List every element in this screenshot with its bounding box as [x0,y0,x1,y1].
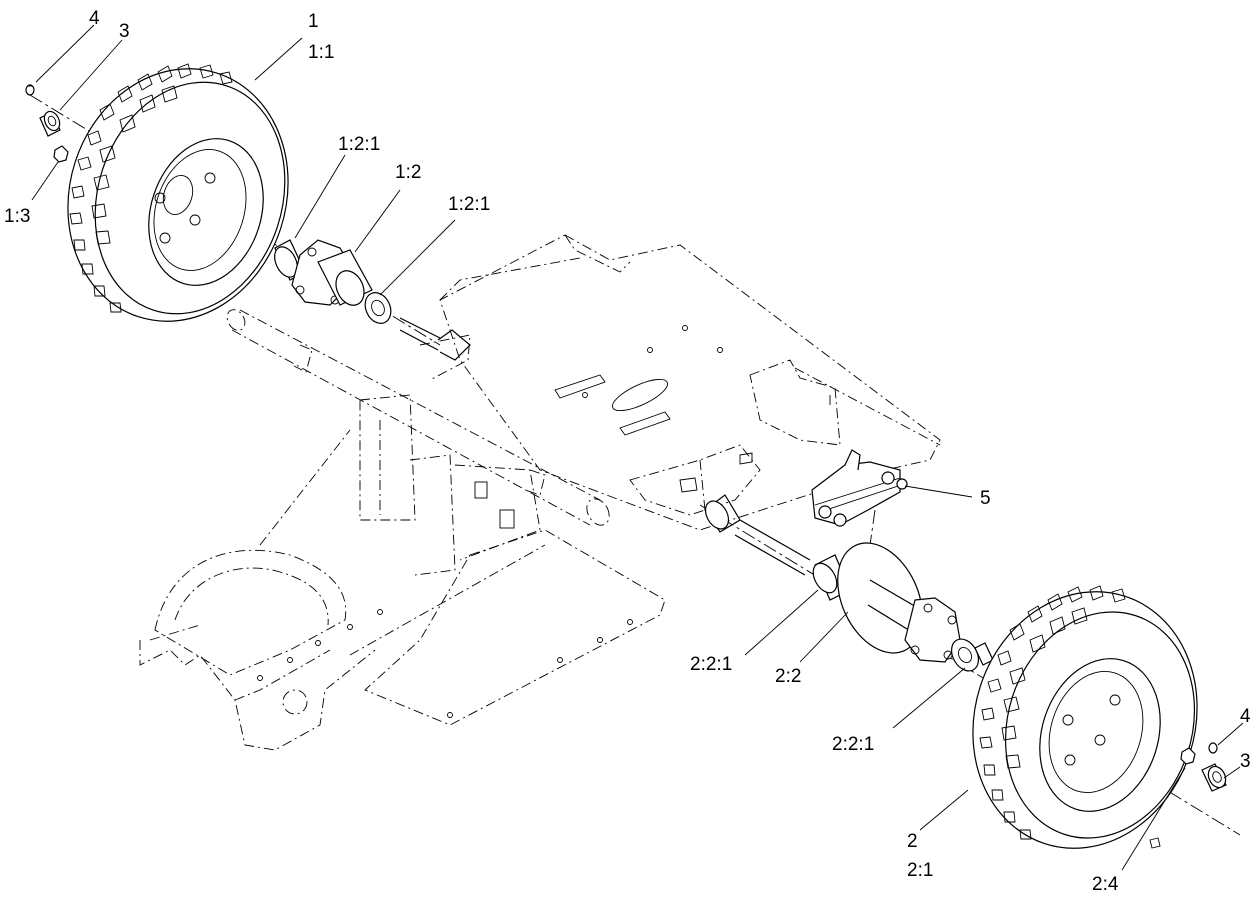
left-wheel [67,63,289,322]
right-nut [1208,742,1218,754]
chain-link-centerline [869,509,876,546]
right-hub-assembly [704,494,994,672]
callout-labels: 4 3 1 1:1 1:3 1:2:1 1:2 1:2:1 5 2:2:1 2:… [4,8,1251,895]
label-left-wheel: 1 [308,11,319,32]
label-left-cap: 3 [119,21,130,42]
label-right-hub: 2:2 [775,666,801,687]
label-left-lug-nut: 1:3 [4,206,30,227]
chassis-frame [139,234,941,751]
label-chain-link: 5 [980,488,991,509]
label-right-wheel-sub: 2:1 [907,860,933,881]
axle-tube [226,309,610,526]
label-left-nut: 4 [89,8,100,29]
label-left-wheel-sub: 1:1 [308,42,334,63]
label-right-wheel: 2 [907,831,918,852]
right-wheel [972,585,1198,849]
label-left-bearing-a: 1:2:1 [338,134,380,155]
label-right-nut: 4 [1240,706,1251,727]
label-left-hub: 1:2 [395,162,421,183]
label-right-bearing-b: 2:2:1 [832,734,874,755]
label-right-cap: 3 [1240,751,1251,772]
leader-lines [31,24,1244,871]
left-hub-assembly [274,239,471,361]
chain-link [811,449,908,527]
right-lug-nut [1180,747,1196,765]
left-nut [25,84,35,96]
left-wheel-cap [39,110,61,137]
label-right-lug-nut: 2:4 [1092,874,1119,895]
left-lug-nut [53,145,69,163]
label-right-bearing-a: 2:2:1 [690,654,732,675]
right-wheel-cap [1201,763,1227,792]
label-left-bearing-b: 1:2:1 [448,194,490,215]
